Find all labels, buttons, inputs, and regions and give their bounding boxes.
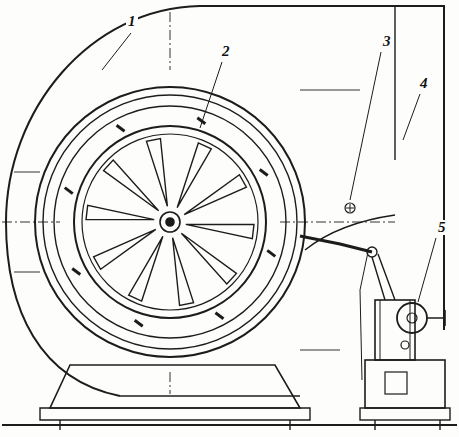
guide-vane [186,224,254,238]
callout-number: 4 [418,76,430,91]
guide-vane [104,160,159,211]
vane-hinge [65,188,73,194]
callout-number: 1 [126,14,138,29]
callout-number: 3 [381,34,393,49]
guide-vane [94,229,156,269]
guide-vane [181,233,236,284]
guide-vane [173,238,194,306]
vane-hinge [260,170,268,176]
callout-number: 2 [220,44,232,59]
guide-vane [184,175,246,215]
vane-hinge [215,313,223,319]
vane-hinge [72,268,80,274]
vane-hinge [267,250,275,256]
callout-number: 5 [436,220,448,235]
guide-vane [86,205,154,219]
guide-vane [146,139,167,207]
vane-hinge [117,125,125,131]
vane-hinge [135,320,143,326]
